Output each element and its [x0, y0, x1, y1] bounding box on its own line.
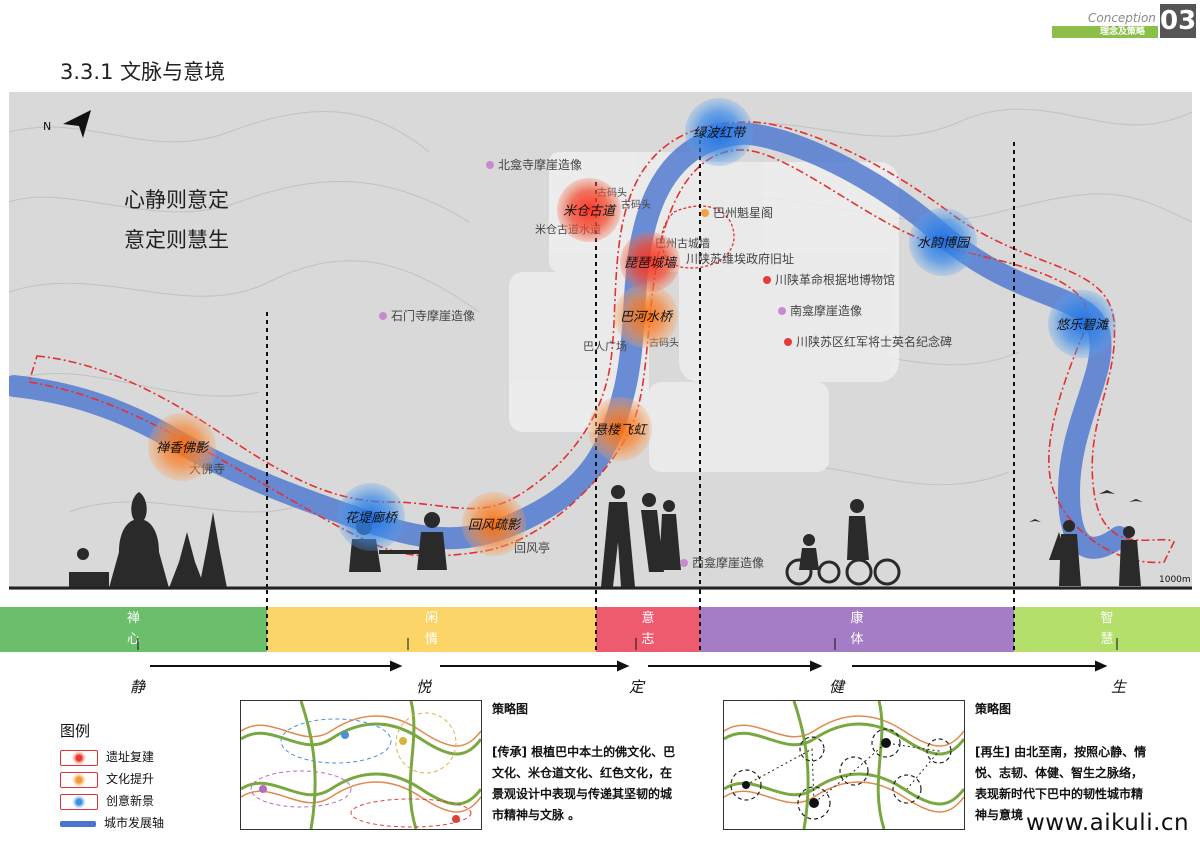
node-label: 悬楼飞虹	[594, 423, 648, 438]
header-word: Conception	[1088, 11, 1156, 25]
node-label: 琵琶城墙	[624, 256, 678, 271]
band-segment: 智慧	[1014, 607, 1200, 652]
band-segment: 康体	[700, 607, 1014, 652]
place-label: 南龛摩崖造像	[790, 303, 862, 318]
node-circle	[588, 397, 652, 461]
band-segment: 闲情	[267, 607, 596, 652]
stage-arrows	[137, 590, 1118, 672]
heritage-icon	[60, 749, 98, 766]
node-circle	[462, 492, 526, 556]
creative-icon	[60, 793, 98, 810]
strategy-diagram-2	[723, 700, 966, 830]
node-circle	[337, 483, 405, 551]
place-label: 川陕苏维埃政府旧址	[686, 251, 794, 266]
stage-label: 静	[130, 678, 146, 696]
node-circles: 禅香佛影 花堤廊桥 回风疏影 悬楼飞虹 巴河水桥 琵琶城墙 米仓古道 绿波红带 …	[148, 98, 1116, 556]
slogan-line-2: 意定则慧生	[124, 228, 229, 252]
strategy-1-title: 策略图	[492, 702, 529, 716]
place-label: 西龛摩崖造像	[692, 555, 764, 570]
stage-label: 悦	[416, 678, 432, 696]
node-label: 巴河水桥	[620, 310, 674, 325]
stage-label: 健	[829, 678, 845, 696]
band-segment: 禅心	[0, 607, 267, 652]
site-map: N 1000m 北龛寺摩崖造像 石门寺摩崖造像 巴州魁星阁 川陕苏维埃政府旧址 …	[9, 92, 1192, 590]
place-label: 回风亭	[514, 540, 550, 555]
culture-icon	[60, 771, 98, 788]
legend-item: 遗址复建	[60, 748, 154, 766]
node-circle	[685, 98, 753, 166]
place-label: 古码头	[621, 198, 651, 211]
node-label: 绿波红带	[693, 126, 747, 141]
node-circle	[1048, 290, 1116, 358]
strategy-2-text: [再生] 由北至南，按照心静、情 悦、志韧、体健、智生之脉络， 表现新时代下巴中…	[975, 745, 1147, 822]
node-label: 水韵博园	[917, 236, 971, 251]
node-label: 悠乐碧滩	[1056, 318, 1110, 333]
node-label: 米仓古道	[563, 204, 617, 219]
node-circle	[909, 208, 977, 276]
legend-title: 图例	[60, 722, 91, 740]
axis-icon	[60, 820, 96, 827]
place-label: 石门寺摩崖造像	[391, 308, 475, 323]
header-number: 03	[1160, 4, 1197, 38]
place-label: 巴人广场	[583, 339, 627, 353]
node-circle	[557, 178, 621, 242]
north-arrow-icon	[63, 110, 91, 138]
node-label: 回风疏影	[468, 518, 522, 533]
page-title: 3.3.1 文脉与意境	[60, 60, 226, 84]
project-boundary	[27, 121, 1176, 564]
strategy-diagram-1-svg	[240, 700, 483, 830]
node-label: 禅香佛影	[156, 441, 210, 456]
silhouettes	[69, 485, 1143, 588]
scale-label: 1000m	[1159, 575, 1191, 585]
legend-item: 文化提升	[60, 770, 154, 788]
development-axis	[9, 122, 1130, 559]
node-circle	[620, 232, 680, 292]
place-label: 川陕苏区红军将士英名纪念碑	[796, 334, 952, 349]
map-svg: N 1000m 北龛寺摩崖造像 石门寺摩崖造像 巴州魁星阁 川陕苏维埃政府旧址 …	[9, 98, 1192, 590]
stage-label: 生	[1111, 678, 1127, 696]
place-label: 巴州魁星阁	[713, 205, 773, 220]
header-sub: 理念及策略	[1100, 27, 1146, 37]
terrain-texture	[9, 108, 1192, 513]
legend-item: 城市发展轴	[60, 814, 164, 832]
strategy-1-text: [传承] 根植巴中本土的佛文化、巴 文化、米仓道文化、红色文化，在 景观设计中表…	[492, 745, 676, 822]
place-label: 北龛寺摩崖造像	[498, 157, 582, 172]
north-label: N	[43, 120, 51, 133]
place-label: 川陕革命根据地博物馆	[775, 272, 895, 287]
slogan-line-1: 心静则意定	[124, 188, 229, 212]
band-segment: 意志	[596, 607, 700, 652]
node-circle	[148, 413, 216, 481]
node-label: 花堤廊桥	[345, 511, 399, 526]
zone-dividers	[266, 132, 1015, 590]
strategy-diagram-1	[240, 700, 483, 830]
header-bar	[1052, 26, 1158, 38]
strategy-2-title: 策略图	[975, 702, 1012, 716]
strategy-diagram-2-svg	[723, 700, 966, 830]
watermark: www.aikuli.cn	[1026, 810, 1190, 836]
stage-label: 定	[629, 678, 645, 696]
legend-item: 创意新景	[60, 792, 154, 810]
node-circle	[614, 284, 678, 348]
